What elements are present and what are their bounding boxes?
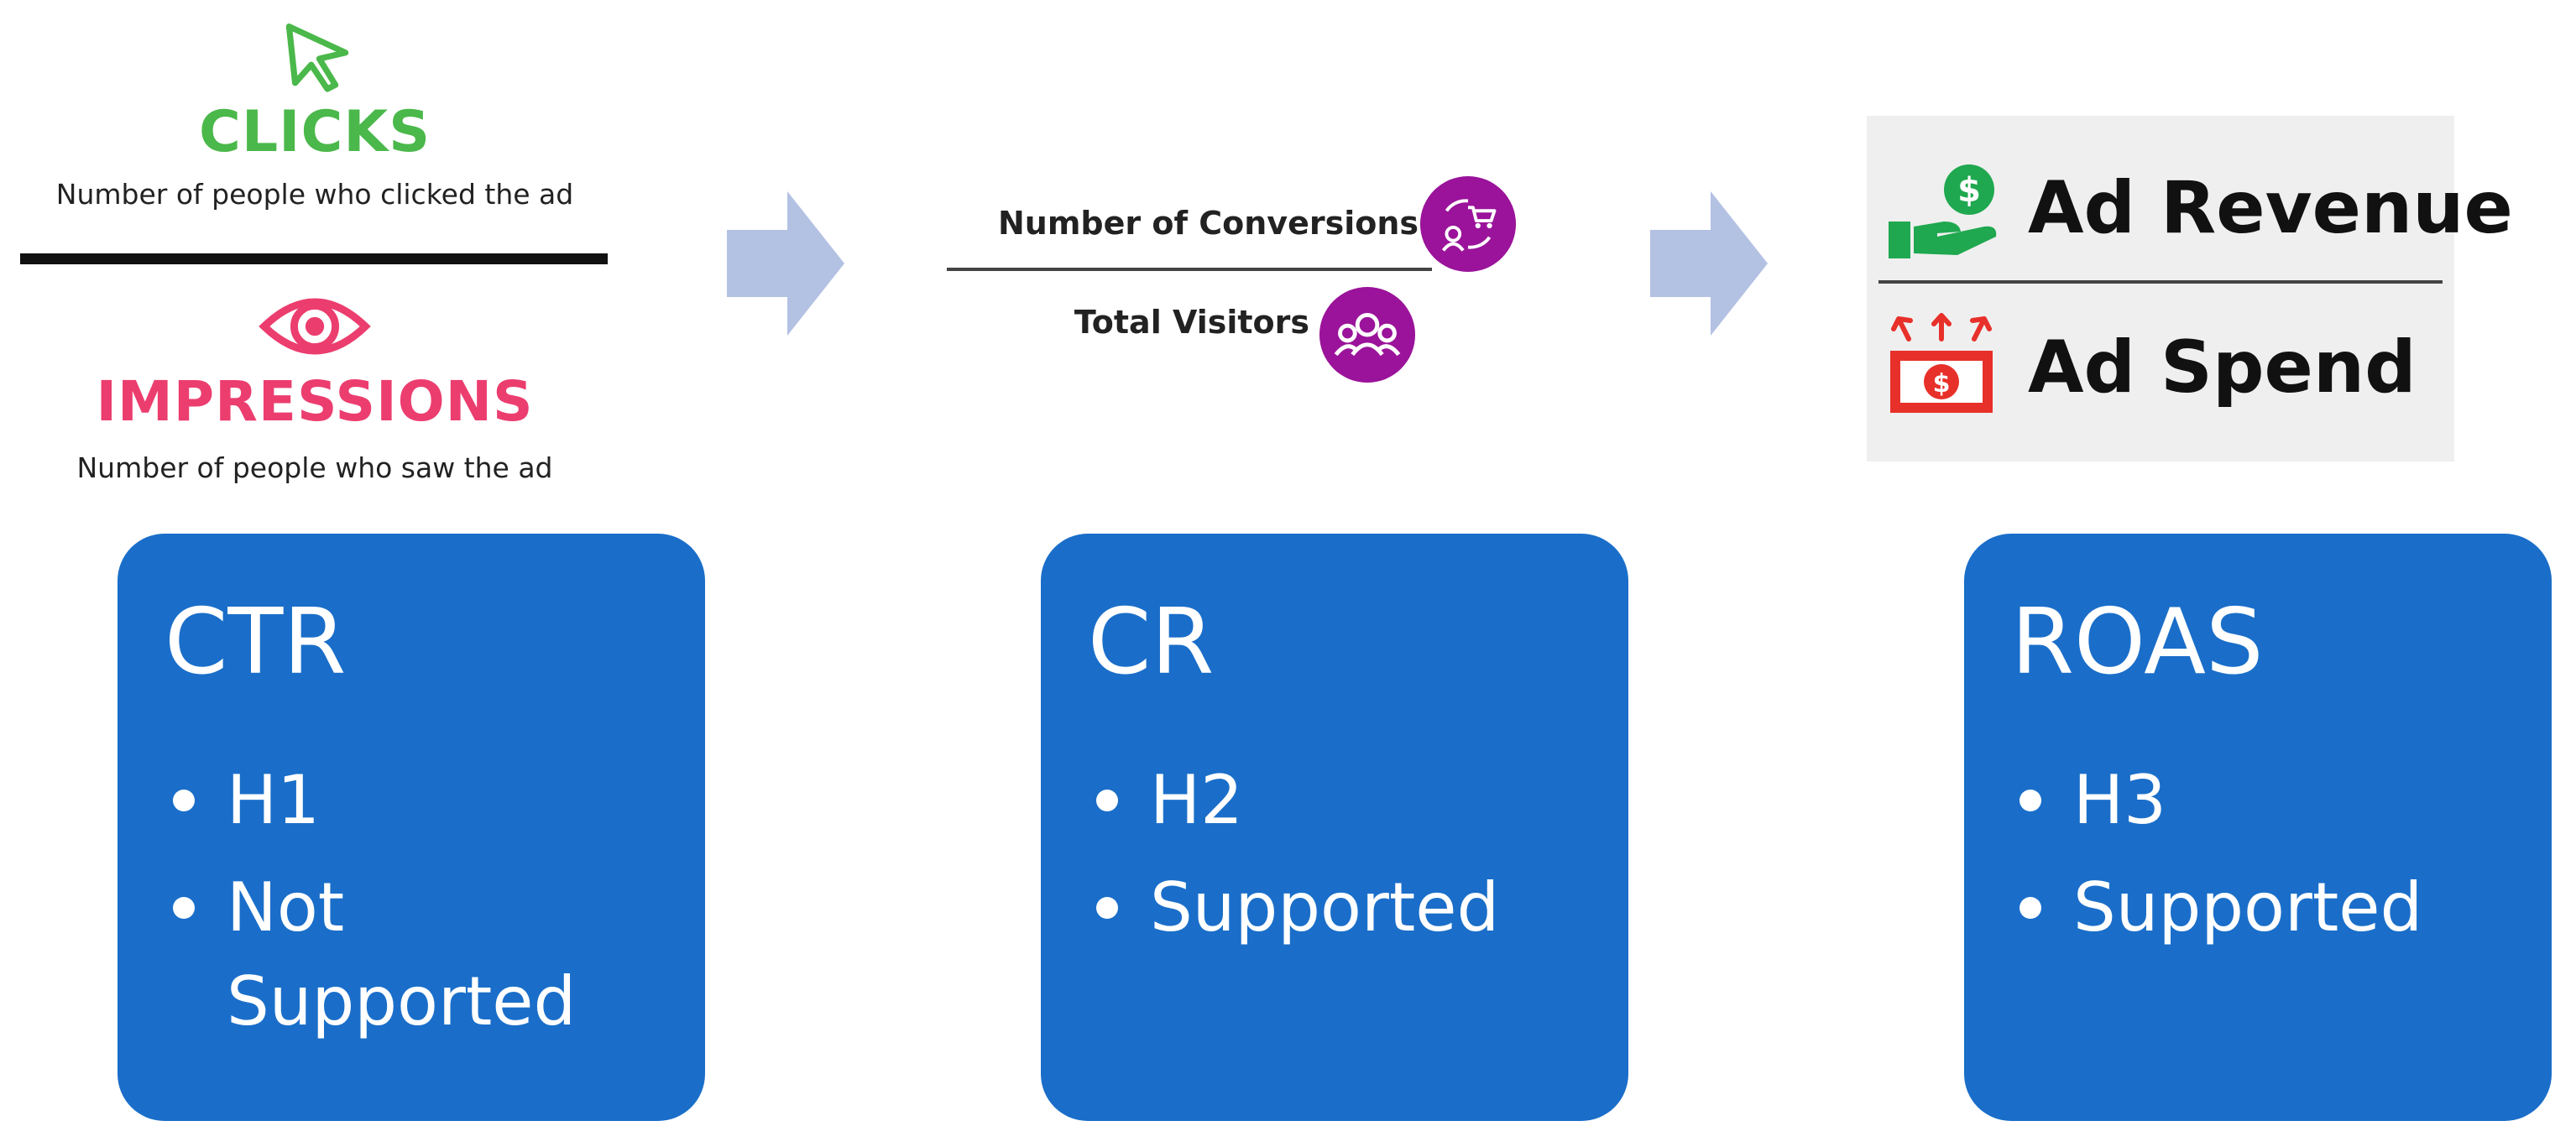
money-hand-icon: $ <box>1889 164 1997 258</box>
clicks-description: Number of people who clicked the ad <box>55 178 574 211</box>
card-bullet-list: H1 Not Supported <box>118 753 705 1062</box>
result-label: Supported <box>2073 868 2423 946</box>
shopping-cart-cycle-icon <box>1419 175 1517 273</box>
roas-formula-panel: $ Ad Revenue $ Ad Spend <box>1867 116 2513 461</box>
bullet-icon <box>1096 897 1118 919</box>
cr-result-card: CR H2 Supported <box>1041 534 1628 1121</box>
right-arrow-icon <box>727 191 844 336</box>
bullet-icon <box>173 897 195 919</box>
bullet-icon <box>173 790 195 811</box>
roas-fraction-bar <box>1878 280 2443 284</box>
list-item: Supported <box>1964 861 2552 955</box>
conversions-label: Number of Conversions <box>997 205 1419 242</box>
card-bullet-list: H2 Supported <box>1041 753 1628 968</box>
card-bullet-list: H3 Supported <box>1964 753 2552 968</box>
hypothesis-label: H2 <box>1150 761 1244 839</box>
ad-spend-label: Ad Spend <box>2028 326 2417 409</box>
result-label: Not Supported <box>227 868 577 1040</box>
ctr-fraction-bar <box>20 253 608 264</box>
cursor-arrow-icon <box>285 23 349 92</box>
money-up-arrows-icon: $ <box>1890 313 1993 413</box>
hypothesis-label: H3 <box>2073 761 2167 839</box>
cr-fraction-bar <box>947 268 1432 271</box>
result-label: Supported <box>1150 868 1500 946</box>
eye-icon <box>259 298 371 355</box>
list-item: H2 <box>1041 753 1628 847</box>
list-item: Not Supported <box>118 861 705 1049</box>
card-title: CTR <box>165 590 347 695</box>
ctr-result-card: CTR H1 Not Supported <box>118 534 705 1121</box>
bullet-icon <box>2020 897 2041 919</box>
bullet-icon <box>1096 790 1118 811</box>
hypothesis-label: H1 <box>227 761 321 839</box>
list-item: H1 <box>118 753 705 847</box>
users-group-icon <box>1319 286 1416 383</box>
svg-text:$: $ <box>1933 369 1951 399</box>
bullet-icon <box>2020 790 2041 811</box>
card-title: ROAS <box>2011 590 2264 695</box>
right-arrow-icon <box>1650 191 1768 336</box>
clicks-title: CLICKS <box>198 99 431 165</box>
impressions-title: IMPRESSIONS <box>96 369 534 434</box>
roas-result-card: ROAS H3 Supported <box>1964 534 2552 1121</box>
card-title: CR <box>1088 590 1215 695</box>
visitors-label: Total Visitors <box>1074 304 1309 341</box>
impressions-description: Number of people who saw the ad <box>76 451 553 484</box>
ad-revenue-label: Ad Revenue <box>2028 166 2513 250</box>
list-item: Supported <box>1041 861 1628 955</box>
svg-text:$: $ <box>1957 171 1981 210</box>
list-item: H3 <box>1964 753 2552 847</box>
